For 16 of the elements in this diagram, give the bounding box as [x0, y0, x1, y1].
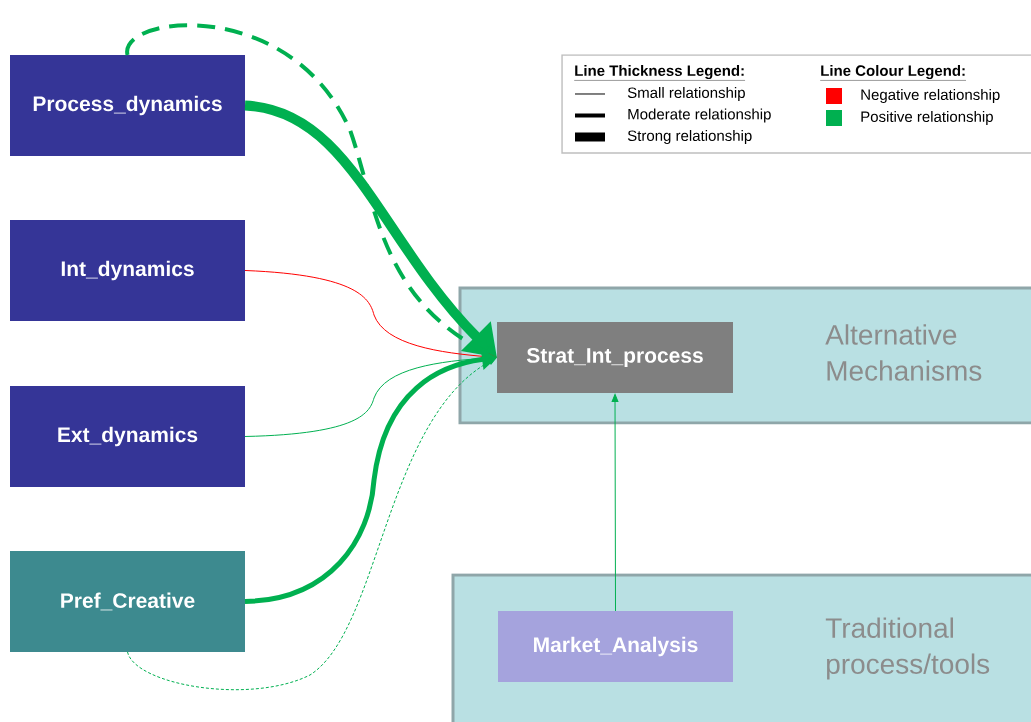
arrow [127, 357, 497, 691]
legend-text: Negative relationship [861, 89, 1000, 103]
legend-heading: Line Thickness Legend: [574, 64, 746, 81]
arrow [611, 393, 619, 612]
legend-text: Strong relationship [627, 130, 752, 144]
legend-text: Positive relationship [861, 111, 993, 125]
legend-text: Small relationship [627, 87, 745, 101]
process-box: Strat_Int_process [497, 322, 733, 393]
legend-heading: Line Colour Legend: [820, 64, 967, 81]
process-box: Market_Analysis [498, 611, 733, 682]
process-box: Pref_Creative [10, 551, 245, 652]
process-box: Ext_dynamics [10, 386, 245, 487]
arrow [125, 23, 497, 360]
process-box: Process_dynamics [10, 55, 245, 156]
process-box: Int_dynamics [10, 220, 245, 321]
legend-text: Moderate relationship [628, 108, 771, 123]
